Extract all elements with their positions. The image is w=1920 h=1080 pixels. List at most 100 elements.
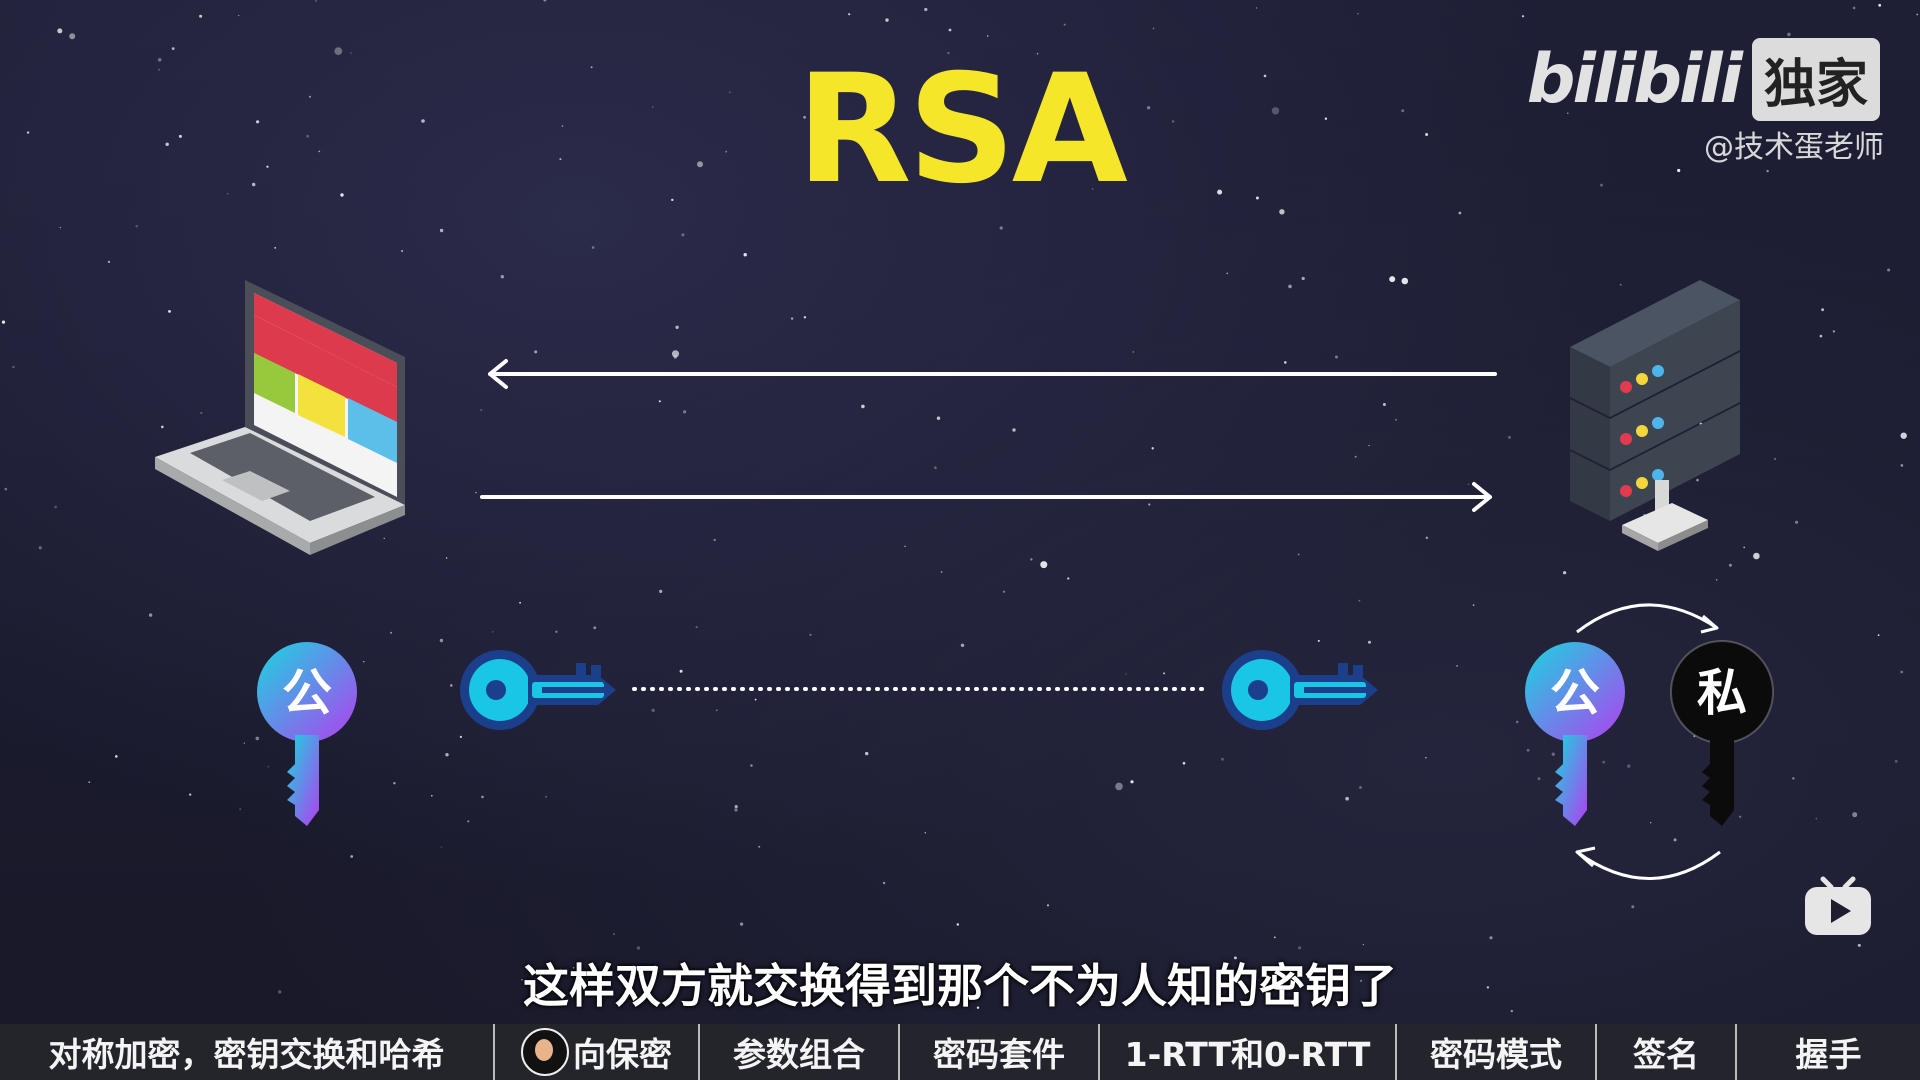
star bbox=[148, 613, 153, 617]
star bbox=[393, 782, 396, 785]
star bbox=[1857, 943, 1861, 947]
star bbox=[1368, 640, 1371, 644]
star bbox=[1, 320, 6, 324]
star bbox=[1234, 956, 1237, 960]
chapter-label: 参数组合 bbox=[733, 1035, 865, 1074]
chapter-label: 密码套件 bbox=[933, 1035, 1065, 1074]
star bbox=[560, 968, 562, 970]
chapter-item[interactable]: 对称加密，密钥交换和哈希 bbox=[0, 1024, 495, 1080]
shared-key-left-icon bbox=[460, 650, 616, 730]
star bbox=[754, 698, 757, 701]
star bbox=[171, 47, 175, 50]
star bbox=[1036, 52, 1039, 55]
star bbox=[924, 832, 926, 834]
star bbox=[1345, 796, 1349, 801]
star bbox=[593, 626, 597, 630]
star bbox=[1273, 936, 1276, 939]
star bbox=[842, 73, 849, 81]
chapter-item[interactable]: 握手 bbox=[1737, 1024, 1920, 1080]
star bbox=[803, 316, 807, 319]
chapter-item[interactable]: 密码套件 bbox=[900, 1024, 1100, 1080]
star bbox=[1358, 599, 1361, 602]
star bbox=[725, 150, 728, 153]
star bbox=[1602, 760, 1605, 764]
star bbox=[882, 881, 886, 885]
public-key-label: 公 bbox=[1550, 664, 1600, 722]
bilibili-logo: bilibili 独家 bbox=[1527, 38, 1880, 121]
star bbox=[1472, 604, 1475, 606]
chapter-item[interactable]: 密码模式 bbox=[1397, 1024, 1597, 1080]
server-icon bbox=[1570, 280, 1740, 551]
star bbox=[459, 735, 462, 739]
page-title: RSA bbox=[796, 43, 1128, 217]
star bbox=[107, 260, 111, 264]
star bbox=[1673, 838, 1677, 842]
star bbox=[318, 150, 321, 153]
star bbox=[1317, 639, 1320, 642]
chapter-item[interactable]: 参数组合 bbox=[700, 1024, 900, 1080]
star bbox=[238, 14, 240, 17]
star bbox=[239, 808, 242, 810]
star bbox=[363, 661, 365, 663]
chapter-label: 握手 bbox=[1795, 1035, 1862, 1074]
star bbox=[88, 781, 91, 784]
star bbox=[69, 33, 76, 40]
star bbox=[57, 28, 63, 34]
star bbox=[115, 755, 118, 758]
star bbox=[1677, 168, 1681, 173]
star bbox=[590, 66, 593, 69]
star bbox=[1743, 546, 1746, 549]
star bbox=[1389, 276, 1396, 283]
star bbox=[1152, 27, 1155, 30]
star bbox=[1650, 822, 1652, 824]
star bbox=[613, 933, 615, 935]
star bbox=[1335, 355, 1338, 359]
star bbox=[445, 753, 449, 757]
star bbox=[1063, 23, 1066, 26]
tv-play-icon[interactable] bbox=[1803, 875, 1873, 937]
star bbox=[885, 18, 889, 22]
star bbox=[267, 766, 269, 768]
star bbox=[1288, 284, 1292, 289]
star bbox=[1030, 558, 1033, 561]
star bbox=[401, 250, 404, 252]
star bbox=[1067, 577, 1070, 580]
star bbox=[1738, 815, 1742, 818]
star bbox=[1255, 196, 1259, 200]
star bbox=[480, 409, 483, 412]
star bbox=[315, 0, 317, 2]
star bbox=[1515, 720, 1519, 724]
star bbox=[651, 106, 654, 108]
star bbox=[758, 845, 761, 848]
star bbox=[960, 643, 965, 647]
star bbox=[904, 545, 906, 547]
star bbox=[1456, 665, 1458, 667]
star bbox=[1362, 943, 1365, 946]
star bbox=[450, 684, 453, 687]
star bbox=[1526, 748, 1530, 752]
star bbox=[1401, 277, 1409, 285]
star bbox=[1091, 188, 1094, 190]
star bbox=[1368, 444, 1370, 447]
star bbox=[1132, 351, 1135, 353]
star bbox=[481, 795, 484, 799]
star bbox=[715, 709, 718, 712]
star bbox=[1425, 756, 1427, 759]
star bbox=[439, 638, 444, 643]
chapter-item[interactable]: 1-RTT和0-RTT bbox=[1100, 1024, 1397, 1080]
star bbox=[1510, 1009, 1514, 1013]
chapter-item[interactable]: 向保密 bbox=[495, 1024, 700, 1080]
star bbox=[1900, 670, 1904, 674]
star bbox=[1467, 483, 1470, 485]
star bbox=[1832, 330, 1836, 333]
chapter-item[interactable]: 签名 bbox=[1597, 1024, 1737, 1080]
star bbox=[1894, 759, 1898, 763]
exchange-arrows bbox=[480, 359, 1497, 512]
star bbox=[306, 134, 309, 138]
star bbox=[697, 161, 703, 168]
chapter-bar: 对称加密，密钥交换和哈希 向保密 参数组合 密码套件 1-RTT和0-RTT 密… bbox=[0, 1024, 1920, 1080]
star bbox=[1600, 183, 1603, 187]
star bbox=[1359, 786, 1362, 789]
star bbox=[1279, 209, 1285, 215]
star bbox=[1766, 169, 1769, 173]
